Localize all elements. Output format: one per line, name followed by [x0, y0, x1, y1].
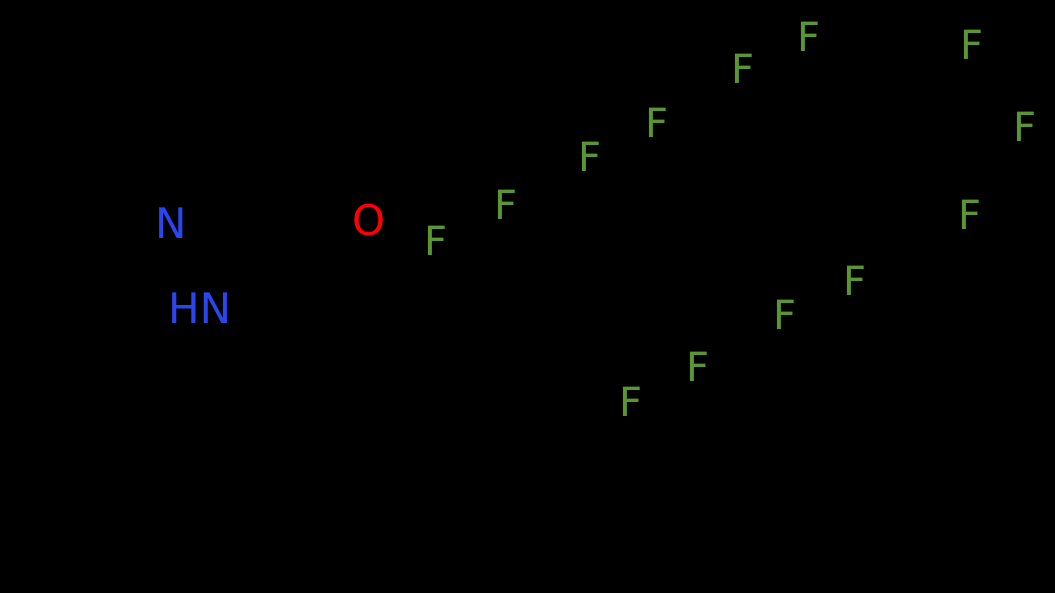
bond-b19	[868, 98, 962, 132]
atom-label-f10: F	[843, 259, 867, 305]
bond-b29	[860, 128, 872, 298]
bond-b30	[758, 178, 794, 332]
atom-label-f5: F	[731, 47, 755, 93]
bond-b24	[760, 82, 872, 132]
bond-b28	[958, 98, 978, 232]
bond-b25	[826, 52, 962, 102]
bond-b16	[558, 208, 652, 270]
atom-label-f8: F	[1013, 105, 1037, 151]
bond-b23	[674, 138, 762, 182]
atom-label-f7: F	[960, 23, 984, 69]
bond-b10	[398, 418, 502, 472]
bond-b7	[236, 228, 346, 240]
bond-b31	[648, 208, 708, 384]
bond-b2	[94, 198, 154, 238]
bond-b26	[958, 58, 980, 102]
atom-label-f3: F	[578, 135, 602, 181]
bond-b17	[648, 178, 762, 212]
bond-b1	[16, 198, 98, 206]
atom-label-f11: F	[773, 293, 797, 339]
bond-b20	[444, 256, 454, 290]
bond-b12	[606, 450, 702, 502]
atom-label-n2: HN	[168, 284, 231, 333]
atom-label-f1: F	[424, 219, 448, 265]
bond-b15	[450, 266, 562, 290]
atom-label-o1: O	[352, 196, 386, 245]
bond-b14	[810, 478, 922, 522]
bond-b11	[498, 450, 610, 472]
bond-b9	[298, 350, 402, 422]
bond-b13	[698, 478, 814, 502]
bond-b22	[610, 170, 652, 212]
atom-label-f9: F	[958, 193, 982, 239]
bond-b6	[236, 236, 302, 354]
bond-b21	[522, 220, 562, 270]
atom-label-f6: F	[797, 15, 821, 61]
bond-b8	[378, 234, 454, 290]
bond-b18	[758, 128, 872, 182]
atom-label-n1: N	[155, 199, 187, 248]
bond-b3	[12, 224, 94, 234]
atom-label-f4: F	[645, 101, 669, 147]
bond-b32	[558, 266, 640, 419]
atom-label-f13: F	[619, 380, 643, 426]
bond-b4	[176, 246, 198, 282]
atom-label-f12: F	[686, 345, 710, 391]
bond-b27	[958, 98, 1014, 144]
atom-label-f2: F	[494, 183, 518, 229]
bond-b5	[226, 310, 302, 354]
